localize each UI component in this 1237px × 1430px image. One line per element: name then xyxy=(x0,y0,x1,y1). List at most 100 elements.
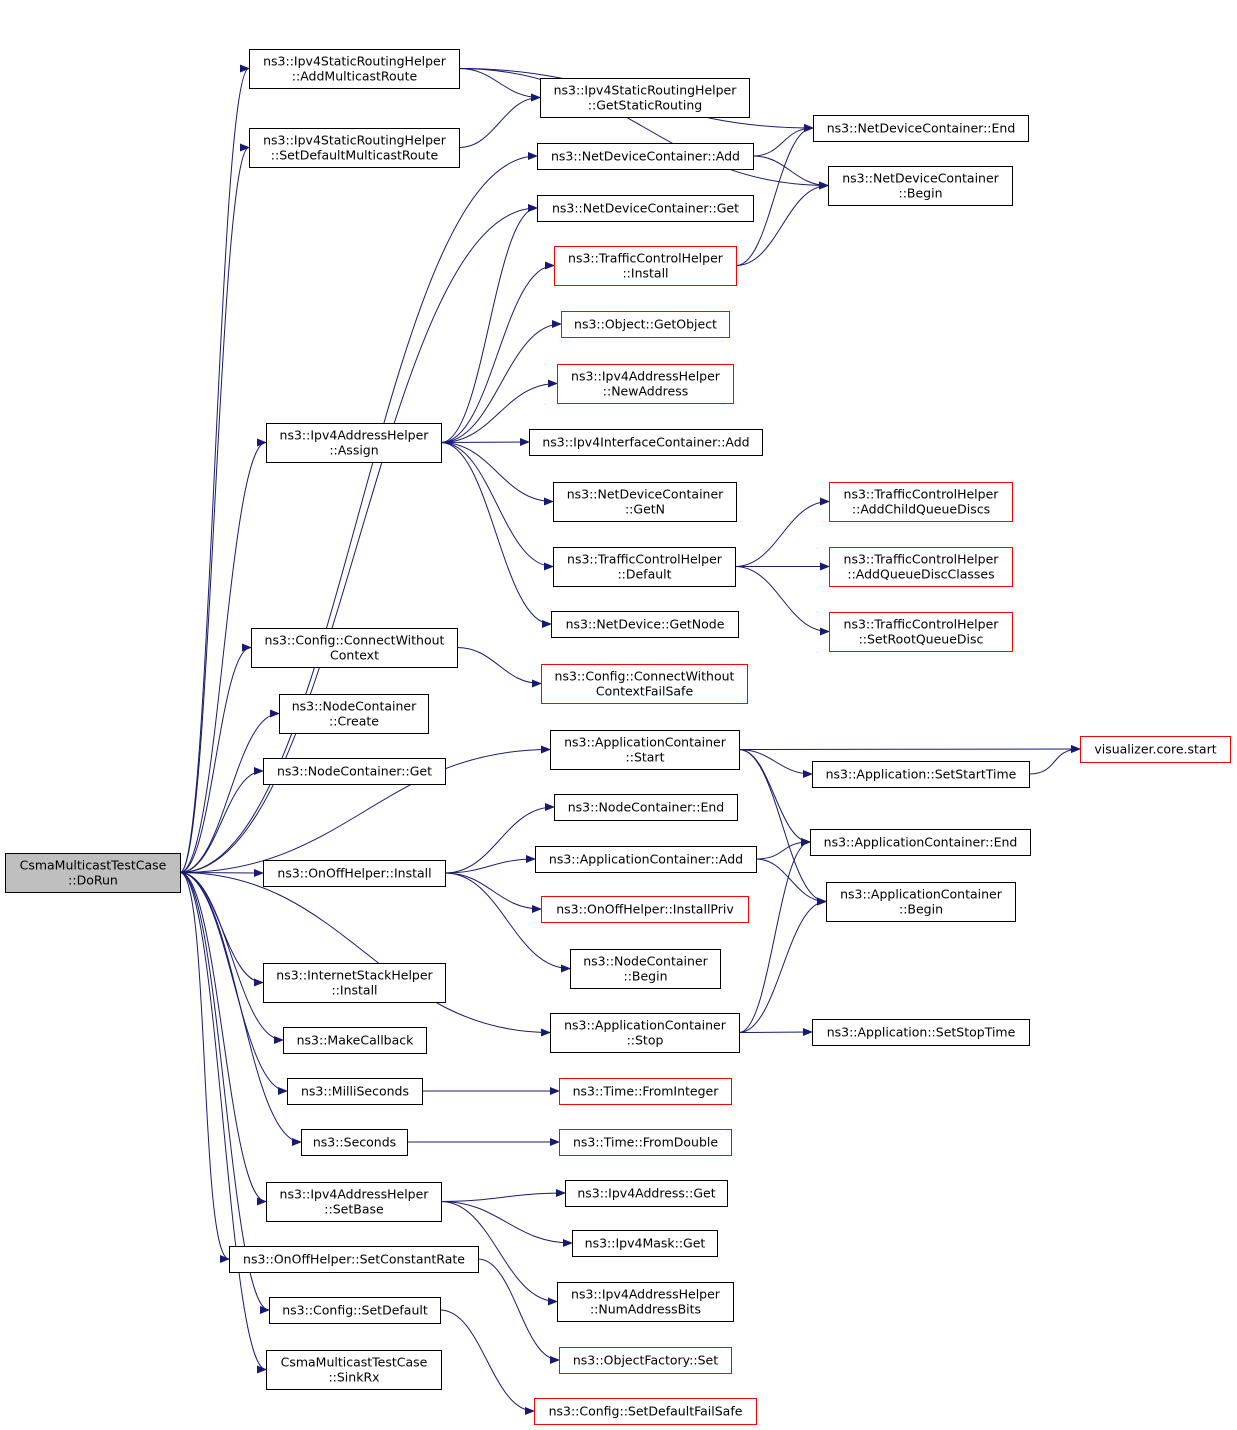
edge-line xyxy=(440,379,558,443)
node-addQueueDiscClasses[interactable]: ns3::TrafficControlHelper::AddQueueDiscC… xyxy=(829,547,1013,587)
node-label-line: ns3::NetDeviceContainer::Add xyxy=(551,149,740,164)
node-label-line: ns3::OnOffHelper::Install xyxy=(277,866,431,881)
node-numAddressBits[interactable]: ns3::Ipv4AddressHelper::NumAddressBits xyxy=(557,1282,734,1322)
node-connectFailSafe[interactable]: ns3::Config::ConnectWithoutContextFailSa… xyxy=(541,664,748,704)
node-ndcGet[interactable]: ns3::NetDeviceContainer::Get xyxy=(537,195,754,222)
node-getObject[interactable]: ns3::Object::GetObject xyxy=(561,311,730,338)
node-label-line: ns3::Ipv4AddressHelper xyxy=(280,428,430,443)
node-getNode[interactable]: ns3::NetDevice::GetNode xyxy=(551,611,739,638)
node-label-line: ns3::NodeContainer xyxy=(583,954,708,969)
edge-tchInstall-to-ndcBegin xyxy=(735,181,829,266)
node-seconds[interactable]: ns3::Seconds xyxy=(301,1129,408,1156)
node-acBegin[interactable]: ns3::ApplicationContainer::Begin xyxy=(826,882,1016,922)
edge-line xyxy=(738,749,827,906)
edge-line xyxy=(179,872,267,1374)
node-acStart[interactable]: ns3::ApplicationContainer::Start xyxy=(550,730,740,770)
edge-line xyxy=(734,497,830,567)
node-ncGet[interactable]: ns3::NodeContainer::Get xyxy=(263,758,446,785)
node-ncCreate[interactable]: ns3::NodeContainer::Create xyxy=(279,694,429,734)
node-label-line: ::Begin xyxy=(623,969,667,984)
edge-assign-to-tchInstall xyxy=(440,261,555,443)
node-label-line: ::Begin xyxy=(899,902,943,917)
edge-line xyxy=(752,124,814,157)
node-vizStart[interactable]: visualizer.core.start xyxy=(1080,736,1231,763)
node-tchDefault[interactable]: ns3::TrafficControlHelper::Default xyxy=(553,547,736,587)
node-setRootQueueDisc[interactable]: ns3::TrafficControlHelper::SetRootQueueD… xyxy=(829,612,1013,652)
node-setStopTime[interactable]: ns3::Application::SetStopTime xyxy=(812,1019,1030,1046)
node-iicAdd[interactable]: ns3::Ipv4InterfaceContainer::Add xyxy=(529,429,763,456)
edge-line xyxy=(440,261,555,443)
node-configSetDefault[interactable]: ns3::Config::SetDefault xyxy=(269,1297,441,1324)
node-setStartTime[interactable]: ns3::Application::SetStartTime xyxy=(812,761,1030,788)
node-ndcEnd[interactable]: ns3::NetDeviceContainer::End xyxy=(813,115,1029,142)
edge-line xyxy=(738,749,813,778)
node-box xyxy=(829,482,1013,522)
node-ishInstall[interactable]: ns3::InternetStackHelper::Install xyxy=(263,963,446,1003)
node-setDefaultMulticastRoute[interactable]: ns3::Ipv4StaticRoutingHelper::SetDefault… xyxy=(249,128,460,168)
edge-root-to-addMulticastRoute xyxy=(179,64,250,873)
node-box xyxy=(557,1282,734,1322)
node-onoffInstall[interactable]: ns3::OnOffHelper::Install xyxy=(263,860,446,887)
edge-root-to-assign xyxy=(179,438,267,873)
node-acStop[interactable]: ns3::ApplicationContainer::Stop xyxy=(550,1013,740,1053)
edge-line xyxy=(458,68,541,102)
node-box xyxy=(565,1180,728,1207)
node-getStaticRouting[interactable]: ns3::Ipv4StaticRoutingHelper::GetStaticR… xyxy=(540,78,750,118)
node-ipv4AddressGet[interactable]: ns3::Ipv4Address::Get xyxy=(565,1180,728,1207)
node-box xyxy=(249,128,460,168)
edge-line xyxy=(179,767,264,873)
node-assign[interactable]: ns3::Ipv4AddressHelper::Assign xyxy=(266,423,442,463)
node-addChildQueueDiscs[interactable]: ns3::TrafficControlHelper::AddChildQueue… xyxy=(829,482,1013,522)
node-label-line: ::Default xyxy=(617,567,671,582)
node-fromDouble[interactable]: ns3::Time::FromDouble xyxy=(559,1129,732,1156)
node-label-line: ns3::Config::ConnectWithout xyxy=(265,633,445,648)
edge-line xyxy=(738,838,811,1033)
edge-line xyxy=(440,442,554,571)
node-box xyxy=(279,694,429,734)
edge-root-to-acStart xyxy=(179,745,551,873)
node-label-line: ns3::TrafficControlHelper xyxy=(844,552,1000,567)
edge-line xyxy=(440,1189,566,1202)
node-setBase[interactable]: ns3::Ipv4AddressHelper::SetBase xyxy=(266,1182,442,1222)
edge-tchDefault-to-addChildQueueDiscs xyxy=(734,497,830,567)
node-label-line: ::Install xyxy=(622,266,668,281)
node-ncEnd[interactable]: ns3::NodeContainer::End xyxy=(554,794,738,821)
node-newAddress[interactable]: ns3::Ipv4AddressHelper::NewAddress xyxy=(557,364,734,404)
node-box xyxy=(263,860,446,887)
node-installPriv[interactable]: ns3::OnOffHelper::InstallPriv xyxy=(541,896,749,923)
edge-acAdd-to-acEnd xyxy=(755,838,811,860)
edge-line xyxy=(439,1309,535,1415)
node-label-line: ns3::Application::SetStopTime xyxy=(827,1025,1016,1040)
node-root[interactable]: CsmaMulticastTestCase::DoRun xyxy=(5,853,181,893)
node-label-line: ns3::Ipv4InterfaceContainer::Add xyxy=(542,435,749,450)
node-box xyxy=(1080,736,1231,763)
node-setConstantRate[interactable]: ns3::OnOffHelper::SetConstantRate xyxy=(229,1246,479,1273)
node-ipv4MaskGet[interactable]: ns3::Ipv4Mask::Get xyxy=(572,1230,718,1257)
node-box xyxy=(561,311,730,338)
node-makeCallback[interactable]: ns3::MakeCallback xyxy=(283,1027,427,1054)
edge-line xyxy=(444,855,536,874)
node-label-line: ::GetN xyxy=(625,502,665,517)
node-acEnd[interactable]: ns3::ApplicationContainer::End xyxy=(810,829,1031,856)
node-fromInteger[interactable]: ns3::Time::FromInteger xyxy=(559,1078,732,1105)
node-tchInstall[interactable]: ns3::TrafficControlHelper::Install xyxy=(554,246,737,286)
node-milliSeconds[interactable]: ns3::MilliSeconds xyxy=(287,1078,423,1105)
node-ncBegin[interactable]: ns3::NodeContainer::Begin xyxy=(570,949,721,989)
node-acAdd[interactable]: ns3::ApplicationContainer::Add xyxy=(535,846,757,873)
node-box xyxy=(559,1078,732,1105)
node-ndcAdd[interactable]: ns3::NetDeviceContainer::Add xyxy=(537,143,754,170)
node-box xyxy=(826,882,1016,922)
node-ndcBegin[interactable]: ns3::NetDeviceContainer::Begin xyxy=(828,166,1013,206)
node-box xyxy=(5,853,181,893)
node-addMulticastRoute[interactable]: ns3::Ipv4StaticRoutingHelper::AddMultica… xyxy=(249,49,460,89)
edge-root-to-sinkRx xyxy=(179,872,267,1374)
edge-setBase-to-ipv4MaskGet xyxy=(440,1201,573,1247)
node-setDefaultFailSafe[interactable]: ns3::Config::SetDefaultFailSafe xyxy=(534,1398,757,1425)
node-label-line: ns3::Ipv4StaticRoutingHelper xyxy=(554,83,738,98)
node-sinkRx[interactable]: CsmaMulticastTestCase::SinkRx xyxy=(266,1350,442,1390)
node-box xyxy=(535,846,757,873)
edge-tchInstall-to-ndcEnd xyxy=(735,124,814,266)
node-ndcGetN[interactable]: ns3::NetDeviceContainer::GetN xyxy=(553,482,737,522)
node-objectFactorySet[interactable]: ns3::ObjectFactory::Set xyxy=(559,1347,732,1374)
